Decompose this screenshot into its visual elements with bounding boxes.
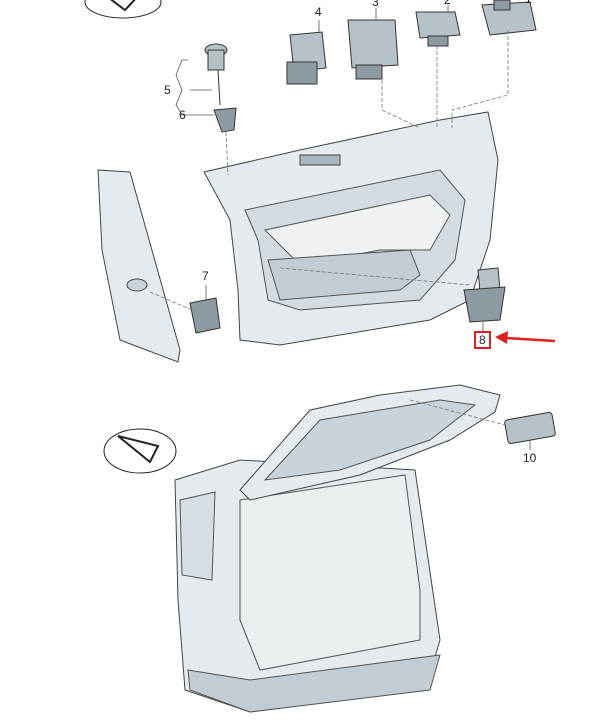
- orientation-symbol-top: [84, 0, 162, 19]
- part-10-handle: [504, 411, 556, 445]
- part-1-mirror-switch: [481, 0, 537, 36]
- callout-10: 10: [523, 451, 537, 465]
- part-7-switch: [189, 297, 221, 334]
- van-rear-view: [174, 384, 501, 713]
- callout-3: 3: [372, 0, 379, 9]
- part-5-lock-knob: [204, 43, 228, 106]
- door-trim-panel: [203, 111, 499, 346]
- callout-7: 7: [202, 269, 209, 283]
- part-8-switch: [463, 267, 506, 323]
- part-3-switch: [347, 19, 399, 80]
- part-4-switch: [286, 31, 327, 85]
- callout-8: 8: [479, 333, 486, 347]
- red-arrow: [495, 331, 556, 344]
- callout-1: 1: [525, 0, 532, 6]
- b-pillar: [97, 169, 181, 363]
- leader-lines: [149, 5, 531, 450]
- orientation-symbol-bottom: [103, 428, 177, 474]
- callout-4: 4: [315, 5, 322, 19]
- callout-2: 2: [444, 0, 451, 7]
- highlight-box-8: [474, 331, 491, 349]
- part-2-switch: [415, 11, 461, 47]
- callout-5: 5: [164, 83, 171, 97]
- callout-6: 6: [179, 108, 186, 122]
- part-6-clip: [213, 107, 237, 133]
